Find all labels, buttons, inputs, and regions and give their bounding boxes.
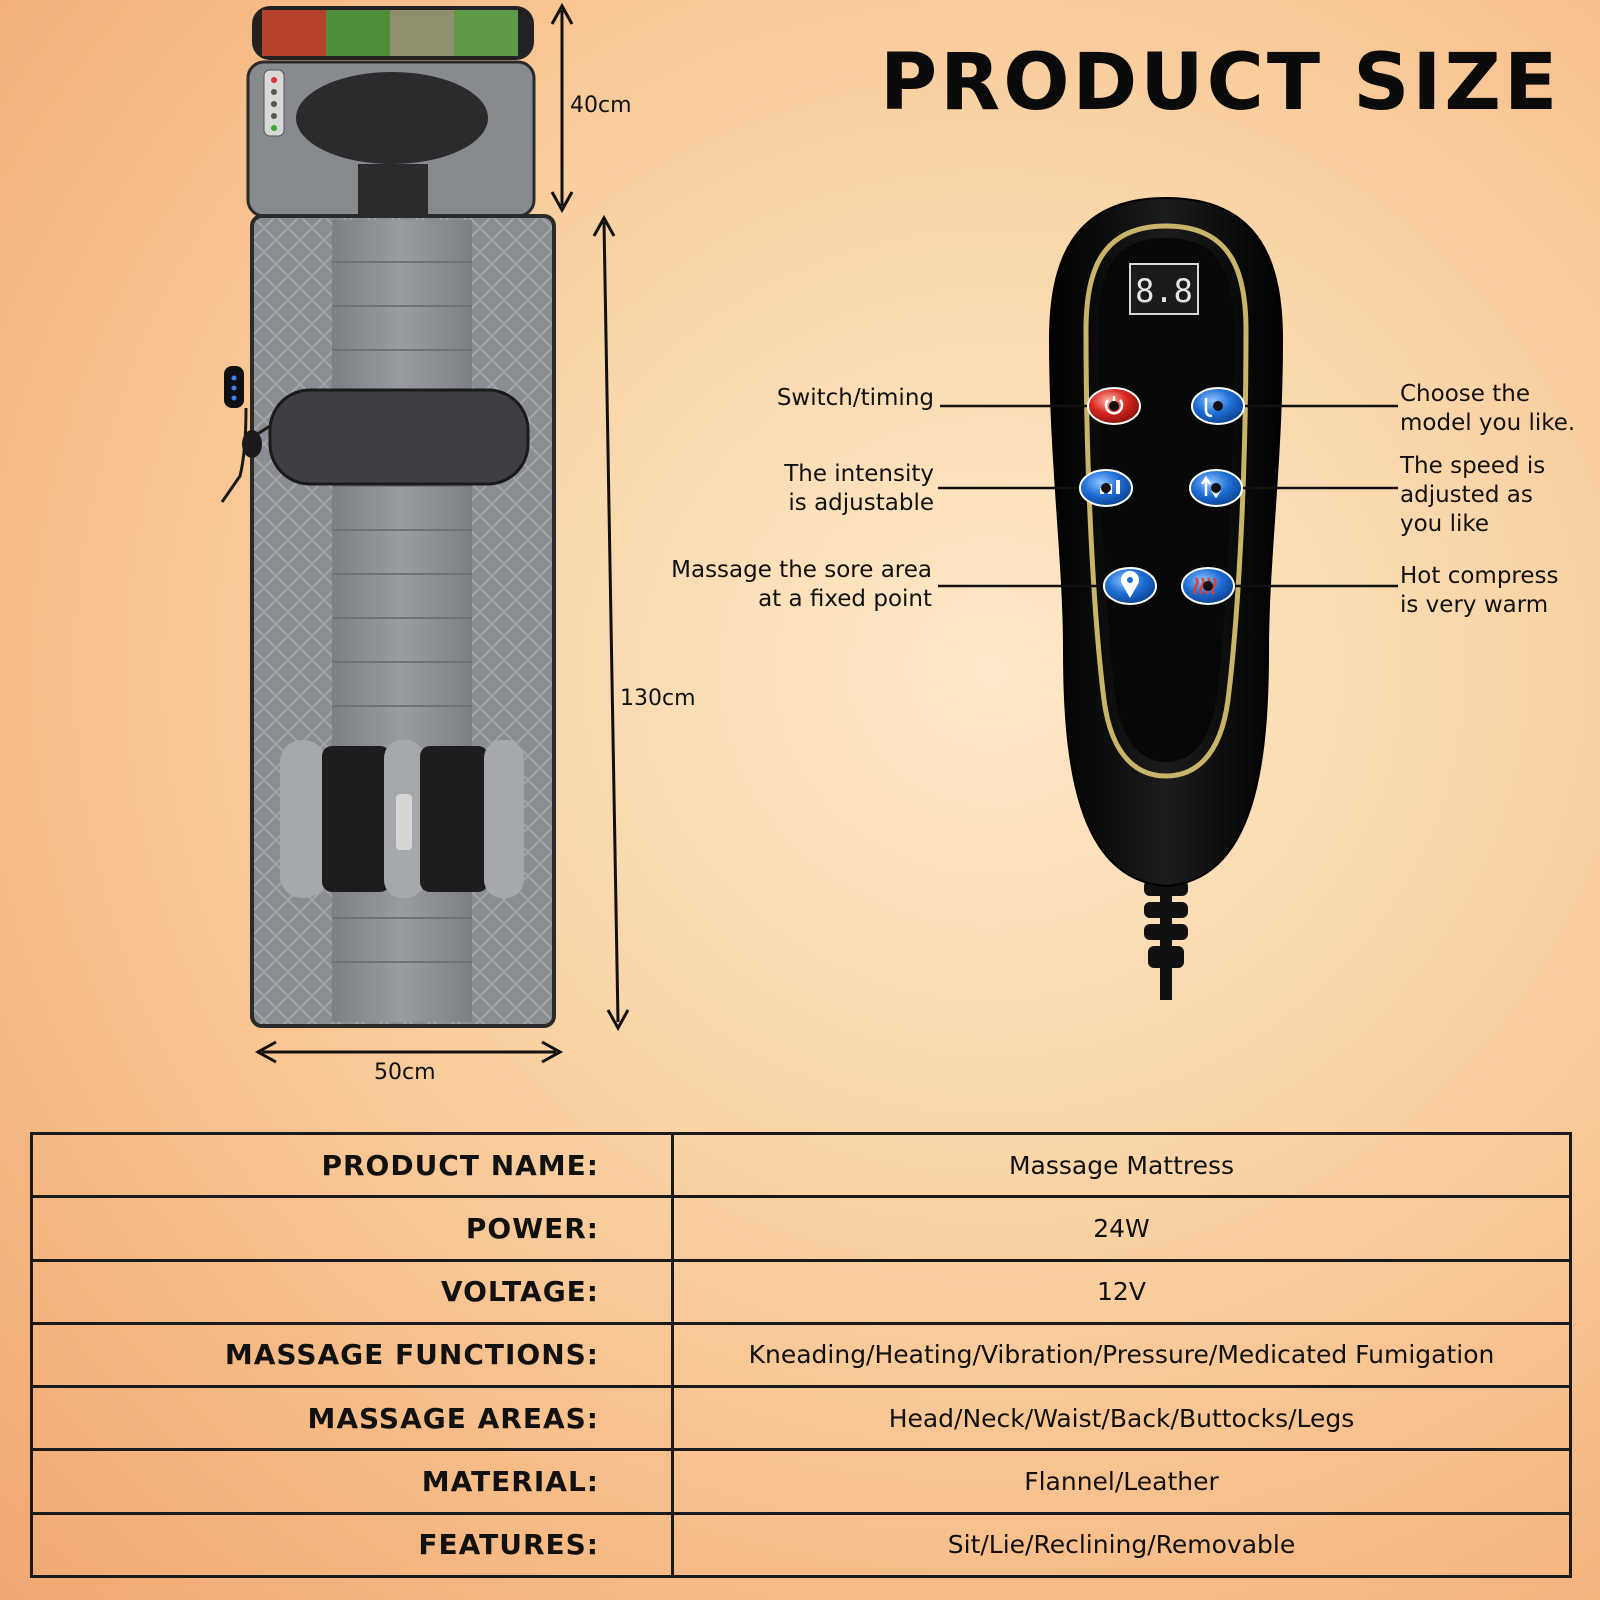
table-row: MATERIAL: Flannel/Leather	[30, 1448, 1572, 1515]
remote-control: 8.8	[1048, 196, 1284, 1000]
callout-speed: The speed is adjusted as you like	[1400, 453, 1546, 537]
spec-key: FEATURES:	[30, 1511, 674, 1579]
spec-value: Sit/Lie/Reclining/Removable	[671, 1511, 1572, 1579]
massage-mat	[220, 6, 556, 1028]
width-label: 50cm	[374, 1060, 436, 1085]
callout-intensity: The intensity is adjustable	[784, 461, 934, 516]
remote-display	[1129, 263, 1199, 315]
page-title: PRODUCT SIZE	[880, 38, 1561, 128]
callout-heat: Hot compress is very warm	[1400, 563, 1559, 618]
spec-key: POWER:	[30, 1195, 674, 1262]
head-height-label: 40cm	[570, 93, 632, 118]
display-digits: 8.8	[1135, 272, 1193, 310]
neck-roller	[296, 72, 488, 164]
table-row: VOLTAGE: 12V	[30, 1258, 1572, 1325]
spec-key: MATERIAL:	[30, 1448, 674, 1515]
table-row: FEATURES: Sit/Lie/Reclining/Removable	[30, 1511, 1572, 1579]
spec-key: VOLTAGE:	[30, 1258, 674, 1325]
spec-value: Massage Mattress	[671, 1131, 1572, 1199]
table-row: POWER: 24W	[30, 1195, 1572, 1262]
leg-massager	[280, 740, 524, 898]
lumbar-roller	[268, 388, 530, 486]
spec-value: 12V	[671, 1258, 1572, 1325]
spec-value: 24W	[671, 1195, 1572, 1262]
spec-value: Head/Neck/Waist/Back/Buttocks/Legs	[671, 1385, 1572, 1452]
callout-fixed-point: Massage the sore area at a fixed point	[671, 557, 932, 612]
callout-switch-timing: Switch/timing	[776, 385, 934, 411]
spec-key: MASSAGE FUNCTIONS:	[30, 1321, 674, 1389]
table-row: PRODUCT NAME: Massage Mattress	[30, 1131, 1572, 1199]
body-length-arrow	[602, 221, 620, 1023]
body-length-label: 130cm	[620, 686, 696, 711]
callout-model: Choose the model you like.	[1400, 381, 1576, 436]
spec-key: PRODUCT NAME:	[30, 1131, 674, 1199]
table-row: MASSAGE AREAS: Head/Neck/Waist/Back/Butt…	[30, 1385, 1572, 1452]
spec-table: PRODUCT NAME: Massage Mattress POWER: 24…	[30, 1131, 1572, 1579]
callout-lines	[938, 404, 1398, 588]
spec-key: MASSAGE AREAS:	[30, 1385, 674, 1452]
spec-value: Kneading/Heating/Vibration/Pressure/Medi…	[671, 1321, 1572, 1389]
dimension-arrows	[254, 2, 630, 1064]
spec-value: Flannel/Leather	[671, 1448, 1572, 1515]
table-row: MASSAGE FUNCTIONS: Kneading/Heating/Vibr…	[30, 1321, 1572, 1389]
